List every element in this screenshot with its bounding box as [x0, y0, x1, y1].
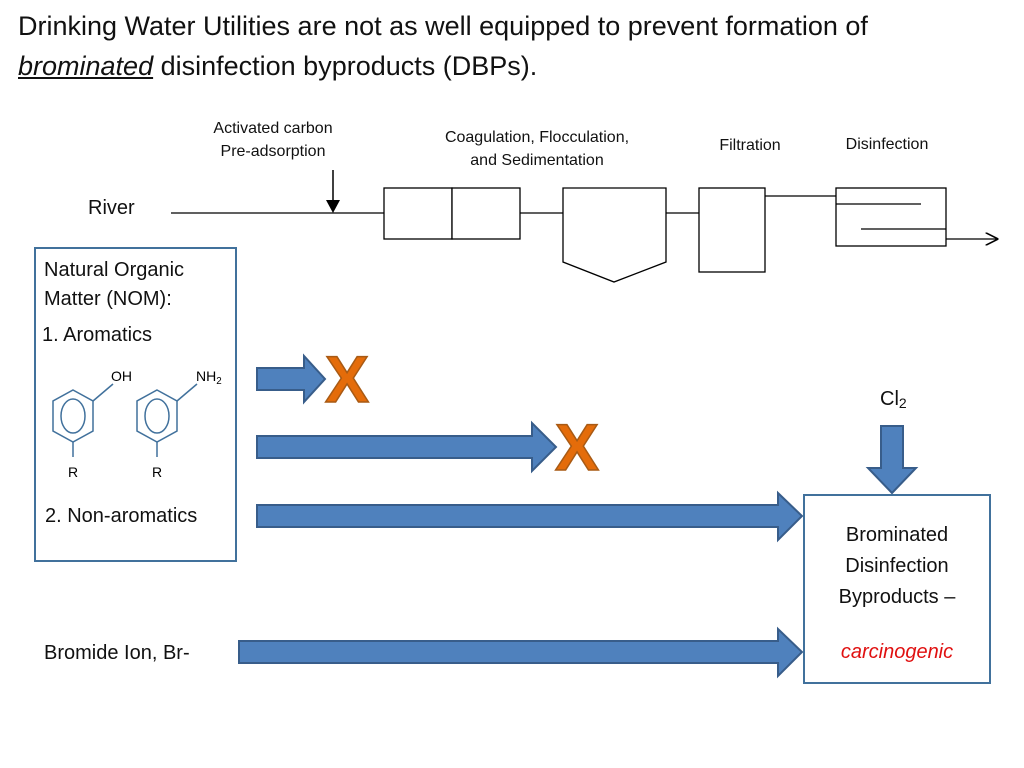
title-emphasis: brominated	[18, 51, 154, 81]
disinfection-label: Disinfection	[845, 136, 929, 153]
activated-carbon-line1: Activated carbon	[213, 120, 333, 137]
arrow-bromide	[238, 626, 804, 679]
nh2-group-label: NH2	[196, 368, 222, 387]
coagulation-tank	[383, 187, 453, 240]
carcinogenic-label: carcinogenic	[840, 641, 954, 663]
nh2-subscript: 2	[216, 376, 222, 387]
disinfection-contactor	[835, 187, 947, 247]
blocked-x-mark-2: X	[555, 410, 599, 484]
aniline-aromatic-circle	[144, 398, 170, 434]
filtration-label: Filtration	[719, 137, 781, 154]
sedimentation-tank	[562, 187, 667, 283]
oh-group-label: OH	[111, 368, 132, 384]
arrow-aromatics-short	[256, 353, 327, 405]
coagulation-line2: and Sedimentation	[470, 152, 604, 169]
arrow-non-aromatics	[256, 490, 804, 543]
aniline-nh2-bond	[176, 383, 198, 402]
activated-carbon-line2: Pre-adsorption	[220, 143, 326, 160]
coagulation-label: Coagulation, Flocculation, and Sedimenta…	[414, 126, 660, 172]
flocculation-tank	[451, 187, 521, 240]
nom-heading-line1: Natural Organic	[44, 259, 185, 281]
r-substituent-2: R	[152, 464, 163, 480]
aromatic-structures	[52, 383, 198, 457]
filter-unit	[698, 187, 766, 273]
phenol-oh-bond	[92, 383, 114, 402]
dbp-box: Brominated Disinfection Byproducts – car…	[803, 494, 991, 684]
title-text-2: disinfection byproducts (DBPs).	[153, 51, 538, 81]
arrow-aromatics-long	[256, 420, 558, 474]
nh2-base: NH	[196, 368, 217, 384]
nom-heading-line2: Matter (NOM):	[44, 288, 172, 310]
arrow-chlorine	[865, 425, 919, 495]
slide-title: Drinking Water Utilities are not as well…	[18, 6, 1008, 86]
nom-heading: Natural Organic Matter (NOM):	[44, 256, 184, 314]
chlorine-base: Cl	[880, 388, 899, 410]
nom-box	[34, 247, 237, 562]
phenol-aromatic-circle	[60, 398, 86, 434]
title-text-1: Drinking Water Utilities are not as well…	[18, 11, 868, 41]
activated-carbon-label: Activated carbon Pre-adsorption	[188, 117, 358, 163]
chlorine-label: Cl2	[880, 388, 907, 411]
dbp-line1: Brominated	[845, 524, 949, 546]
carbon-dose-arrowhead	[326, 200, 340, 213]
bromide-label: Bromide Ion, Br-	[44, 642, 190, 664]
river-label: River	[88, 197, 135, 219]
chlorine-subscript: 2	[898, 395, 907, 411]
dbp-line2: Disinfection	[845, 555, 949, 577]
dbp-line3: Byproducts –	[838, 586, 956, 608]
blocked-x-mark-1: X	[325, 342, 369, 416]
r-substituent-1: R	[68, 464, 79, 480]
aromatics-label: 1. Aromatics	[42, 324, 153, 346]
coagulation-line1: Coagulation, Flocculation,	[444, 129, 630, 146]
non-aromatics-label: 2. Non-aromatics	[45, 505, 198, 527]
